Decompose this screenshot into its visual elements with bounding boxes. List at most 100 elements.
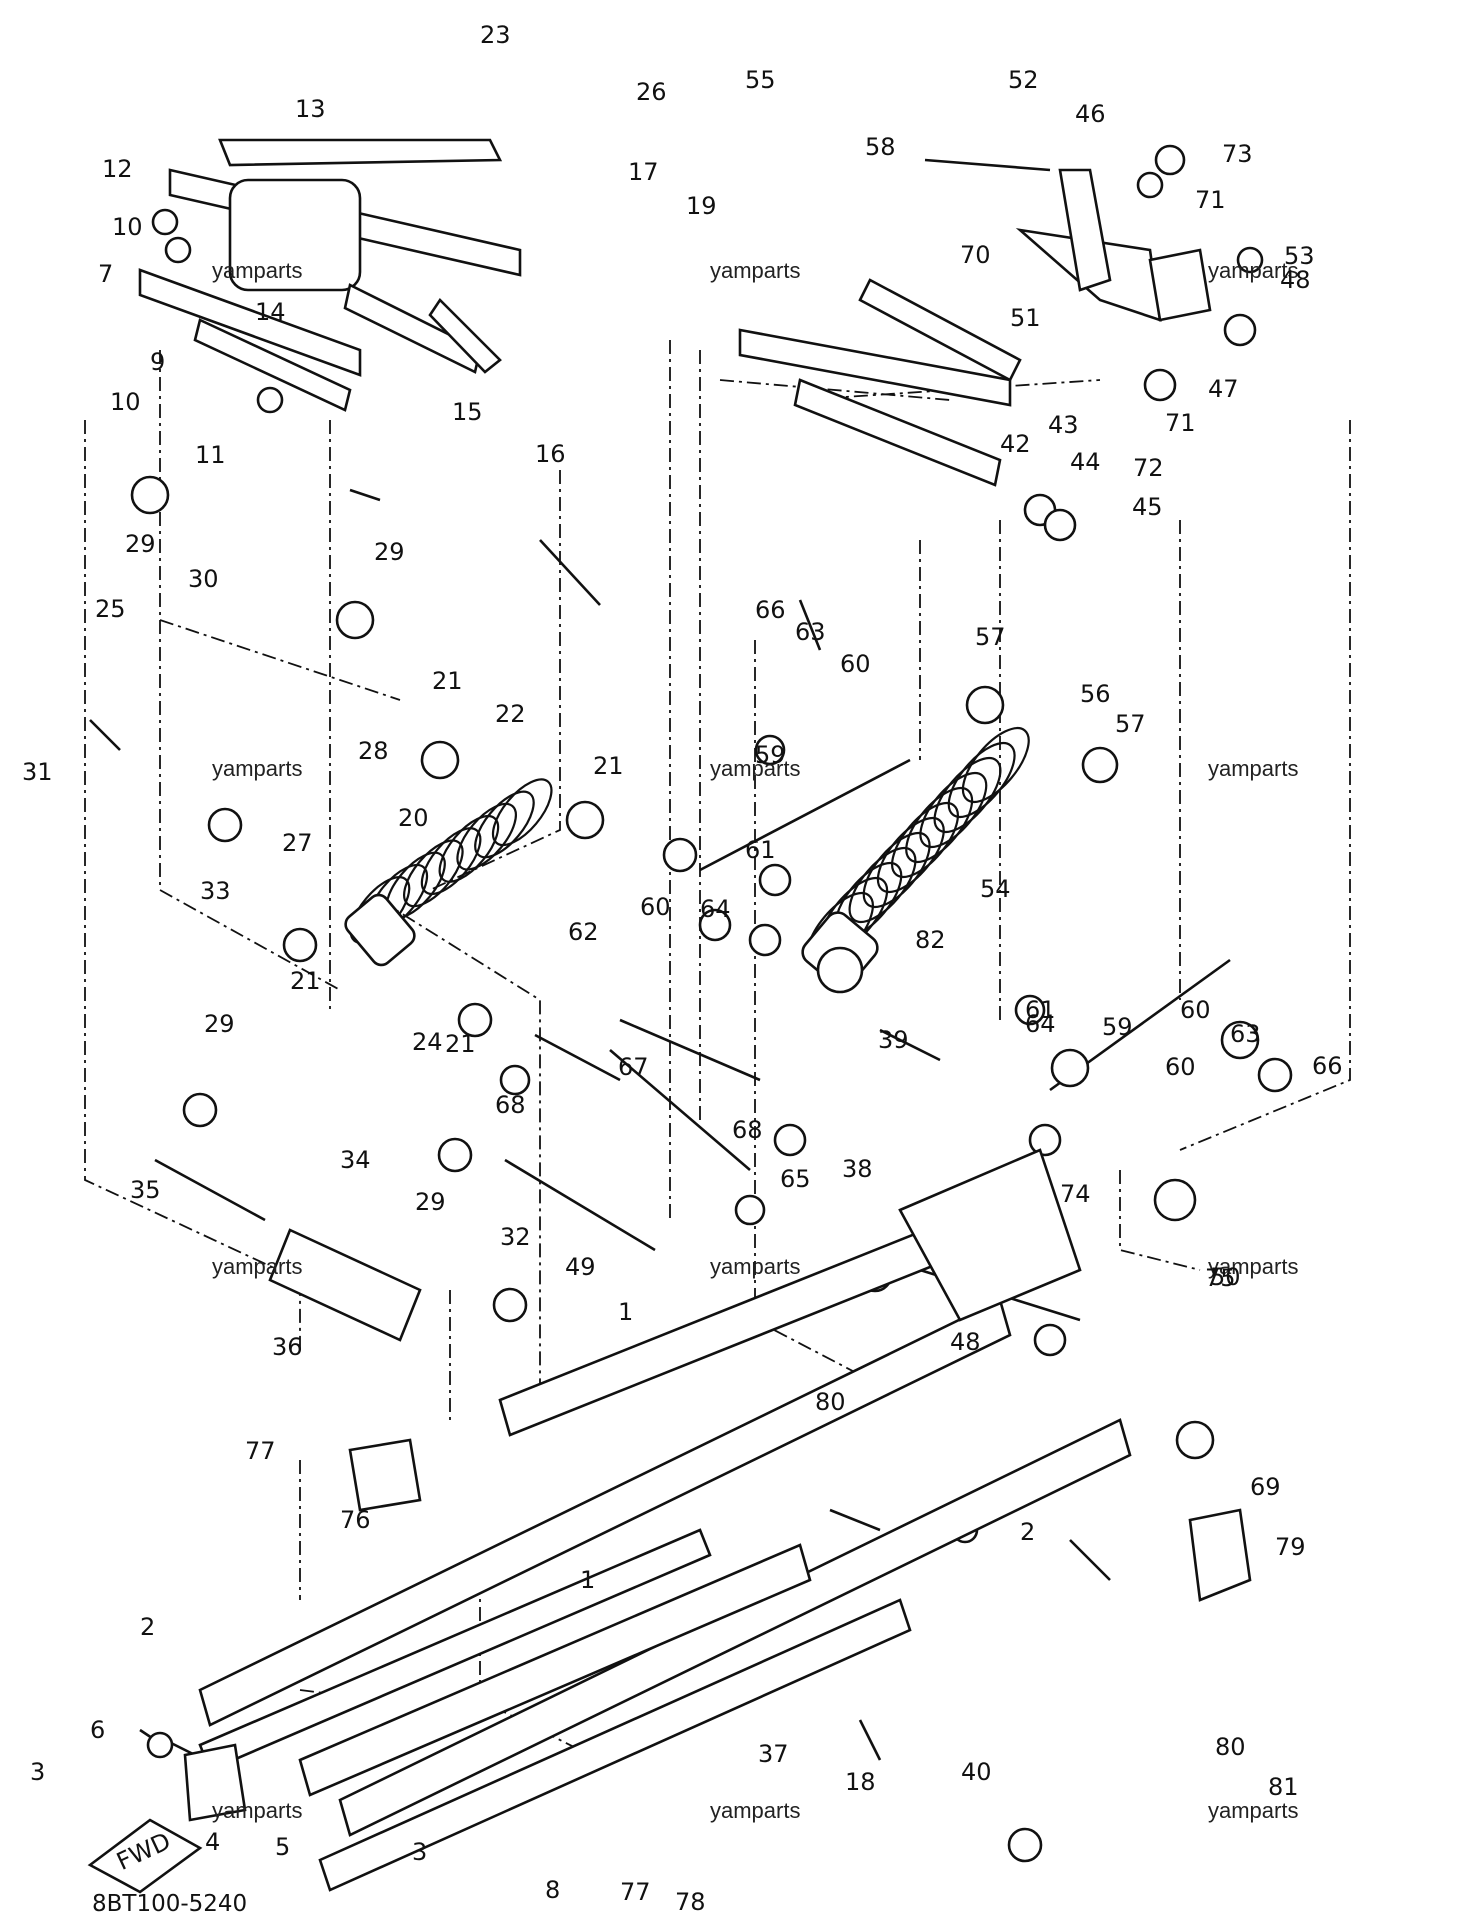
- callout-23: 23: [480, 21, 511, 49]
- spring-coil: [420, 827, 482, 895]
- callout-63: 63: [795, 618, 826, 646]
- bushing-or-nut: [1050, 1048, 1090, 1088]
- front-arm-part: [218, 138, 503, 167]
- callout-82: 82: [915, 926, 946, 954]
- spring-coil: [905, 787, 974, 863]
- callout-27: 27: [282, 829, 313, 857]
- callout-45: 45: [1132, 493, 1163, 521]
- drawing-shapes: [84, 138, 1351, 1892]
- watermark-text: yamparts: [1208, 1798, 1298, 1823]
- spring-coil: [862, 832, 931, 908]
- bushing-or-nut: [565, 800, 605, 840]
- callout-18: 18: [845, 1768, 876, 1796]
- bushing-or-nut: [146, 1731, 174, 1759]
- callout-40: 40: [961, 1758, 992, 1786]
- bushing-or-nut: [457, 1002, 493, 1038]
- callout-12: 12: [102, 155, 133, 183]
- assembly-connector-line: [429, 470, 561, 891]
- callout-62: 62: [568, 918, 599, 946]
- watermark-text: yamparts: [710, 756, 800, 781]
- callout-52: 52: [1008, 66, 1039, 94]
- watermark-text: yamparts: [710, 258, 800, 283]
- callout-21: 21: [290, 967, 321, 995]
- watermark-text: yamparts: [212, 258, 302, 283]
- callout-2: 2: [140, 1613, 155, 1641]
- bolt-rod: [89, 719, 121, 751]
- callout-25: 25: [95, 595, 126, 623]
- bushing-or-nut: [420, 740, 460, 780]
- slide-rail: [338, 1418, 1132, 1837]
- bushing-or-nut: [748, 923, 782, 957]
- callout-61: 61: [745, 836, 776, 864]
- bolt-rod: [609, 1049, 751, 1171]
- bushing-or-nut: [1028, 1123, 1062, 1157]
- bushing-or-nut: [1014, 994, 1046, 1026]
- bushing-or-nut: [734, 1194, 766, 1226]
- callout-26: 26: [636, 78, 667, 106]
- drawing-code: 8BT100-5240: [92, 1891, 247, 1917]
- watermark-text: yamparts: [1208, 1254, 1298, 1279]
- bolt-rod: [798, 599, 822, 651]
- bushing-or-nut: [499, 1064, 531, 1096]
- bushing-or-nut: [1081, 746, 1119, 784]
- callout-64: 64: [700, 895, 731, 923]
- callout-54: 54: [980, 875, 1011, 903]
- callout-1: 1: [580, 1566, 595, 1594]
- bushing-or-nut: [282, 927, 318, 963]
- rear-arm-part: [858, 278, 1022, 382]
- callout-81: 81: [1268, 1773, 1299, 1801]
- callout-9: 9: [150, 348, 165, 376]
- bushing-or-nut: [492, 1287, 528, 1323]
- bushing-or-nut: [1236, 246, 1264, 274]
- callout-66: 66: [1312, 1052, 1343, 1080]
- assembly-connector-line: [1179, 420, 1351, 1151]
- callout-71: 71: [1165, 409, 1196, 437]
- front-bracket-plate: [268, 1228, 422, 1342]
- bushing-or-nut: [1136, 171, 1164, 199]
- stopper-block-76: [348, 1438, 422, 1512]
- assembly-connector-line: [799, 379, 1101, 401]
- callout-80: 80: [1215, 1733, 1246, 1761]
- assembly-connector-line: [84, 420, 301, 1350]
- callout-71: 71: [1195, 186, 1226, 214]
- callout-77: 77: [620, 1878, 651, 1906]
- watermark-layer: yamparts yamparts yamparts yamparts yamparts…: [212, 258, 1298, 1823]
- callout-28: 28: [358, 737, 389, 765]
- bushing-or-nut: [758, 863, 792, 897]
- callout-65: 65: [780, 1165, 811, 1193]
- spring-coil: [456, 802, 517, 871]
- callout-7: 7: [98, 260, 113, 288]
- watermark-text: yamparts: [212, 1798, 302, 1823]
- callout-1: 1: [618, 1298, 633, 1326]
- bushing-or-nut: [1257, 1057, 1293, 1093]
- assembly-connector-line: [719, 379, 951, 401]
- callout-37: 37: [758, 1740, 789, 1768]
- assembly-connector-line: [379, 899, 541, 1410]
- assembly-connector-line: [159, 350, 341, 991]
- bolt-rod: [829, 1508, 881, 1532]
- callout-63: 63: [1230, 1020, 1261, 1048]
- bolt-rod: [504, 1158, 656, 1252]
- callout-74: 74: [1060, 1180, 1091, 1208]
- callout-48: 48: [1280, 266, 1311, 294]
- fwd-arrow-icon: FWD: [87, 1818, 203, 1894]
- callout-2: 2: [1020, 1518, 1035, 1546]
- bushing-or-nut: [1153, 1178, 1197, 1222]
- bushing-or-nut: [698, 908, 732, 942]
- spring-coil: [876, 817, 945, 893]
- bushing-or-nut: [207, 807, 243, 843]
- bolt-rod: [1069, 1539, 1111, 1581]
- callout-16: 16: [535, 440, 566, 468]
- watermark-text: yamparts: [1208, 258, 1298, 283]
- callout-44: 44: [1070, 448, 1101, 476]
- bolt-rod: [534, 1033, 621, 1082]
- bushing-or-nut: [335, 600, 375, 640]
- bushing-or-nut: [1154, 144, 1186, 176]
- bushing-or-nut: [773, 1123, 807, 1157]
- front-arm-part: [138, 268, 362, 377]
- callout-67: 67: [618, 1053, 649, 1081]
- callout-42: 42: [1000, 430, 1031, 458]
- callout-11: 11: [195, 441, 226, 469]
- callout-60: 60: [840, 650, 871, 678]
